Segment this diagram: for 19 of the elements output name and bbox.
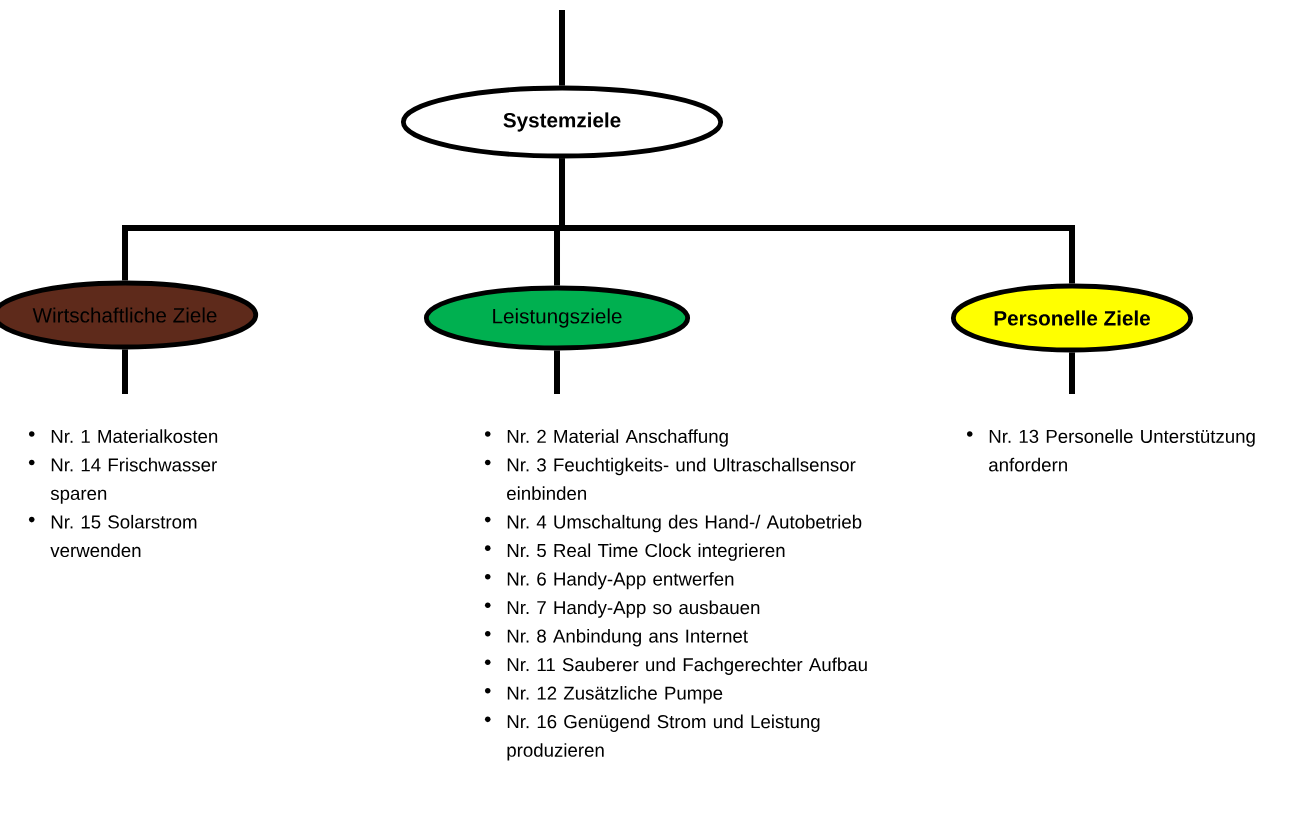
- connector-line: [122, 349, 128, 394]
- connector-line: [559, 158, 1075, 284]
- list-item: Nr. 14 Frischwasser sparen: [28, 457, 217, 504]
- connector-line: [554, 350, 560, 394]
- list-item: Nr. 4 Umschaltung des Hand-/ Autobetrieb: [484, 514, 862, 533]
- list-item: Nr. 15 Solarstrom verwenden: [28, 514, 197, 558]
- list-item: Nr. 7 Handy-App so ausbauen: [484, 600, 760, 618]
- list-item: Nr. 13 Personelle Unterstützung anfordern: [966, 429, 1255, 472]
- list-item: Nr. 12 Zusätzliche Pumpe: [484, 686, 723, 704]
- list-item: Nr. 11 Sauberer und Fachgerechter Aufbau: [484, 657, 867, 675]
- list-item: Nr. 16 Genügend Strom und Leistung produzieren: [484, 714, 820, 761]
- list-item: Nr. 1 Materialkosten: [28, 429, 218, 443]
- list-item: Nr. 8 Anbindung ans Internet: [484, 629, 748, 647]
- connector-line: [1069, 352, 1075, 394]
- list-item: Nr. 2 Material Anschaffung: [484, 429, 728, 447]
- connector-line: [559, 10, 565, 86]
- list-item: Nr. 6 Handy-App entwerfen: [484, 571, 734, 590]
- list-item: Nr. 5 Real Time Clock integrieren: [484, 543, 785, 561]
- list-item: Nr. 3 Feuchtigkeits- und Ultraschallsensor einbinden: [484, 457, 856, 501]
